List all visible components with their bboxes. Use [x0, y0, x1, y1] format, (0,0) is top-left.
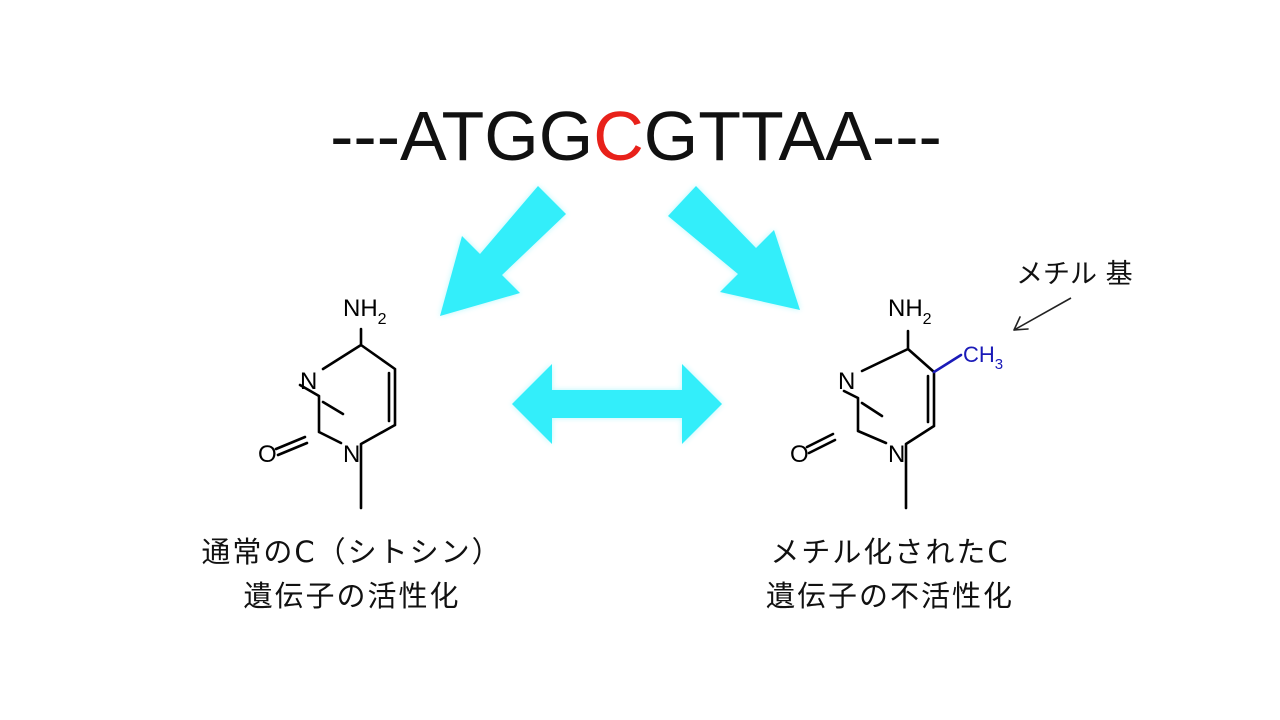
methylcytosine-ring-n3: N	[838, 368, 855, 395]
methylcytosine-amine-subscript: 2	[923, 311, 932, 328]
left-caption-line2: 遺伝子の活性化	[243, 579, 460, 613]
cytosine-amine-label: NH	[343, 295, 378, 322]
sequence-suffix: GTTAA---	[644, 97, 942, 175]
arrow-down-left	[440, 186, 566, 316]
methylcytosine-ring-n1: N	[888, 441, 905, 468]
sequence-highlight-c: C	[593, 97, 644, 175]
cytosine-ring-n3: N	[300, 368, 317, 395]
sequence-prefix: ---ATGG	[330, 97, 593, 175]
cytosine-amine: NH2	[343, 295, 387, 328]
methyl-group-label-text: メチル 基	[1016, 259, 1133, 290]
methylcytosine-structure: NH2 N O N CH3	[790, 295, 1003, 510]
methyl-group-subscript: 3	[995, 356, 1003, 373]
cytosine-amine-subscript: 2	[378, 311, 387, 328]
right-caption-line1: メチル化されたC	[770, 535, 1009, 569]
dna-sequence: ---ATGGCGTTAA---	[330, 97, 942, 175]
arrow-down-right	[668, 186, 800, 310]
methyl-group: CH3	[963, 342, 1003, 373]
cytosine-structure: NH2 N O N	[258, 295, 397, 510]
methylcytosine-carbonyl-o: O	[790, 441, 809, 468]
left-caption-line1: 通常のC（シトシン）	[201, 535, 502, 569]
double-arrow	[512, 364, 722, 444]
methyl-pointer-arrow	[1013, 297, 1072, 331]
cytosine-carbonyl-o: O	[258, 441, 277, 468]
methylcytosine-amine-label: NH	[888, 295, 923, 322]
cytosine-ring-n1: N	[343, 441, 360, 468]
right-caption-line2: 遺伝子の不活性化	[766, 579, 1014, 613]
methyl-group-label: CH	[963, 342, 995, 367]
methylcytosine-amine: NH2	[888, 295, 932, 328]
